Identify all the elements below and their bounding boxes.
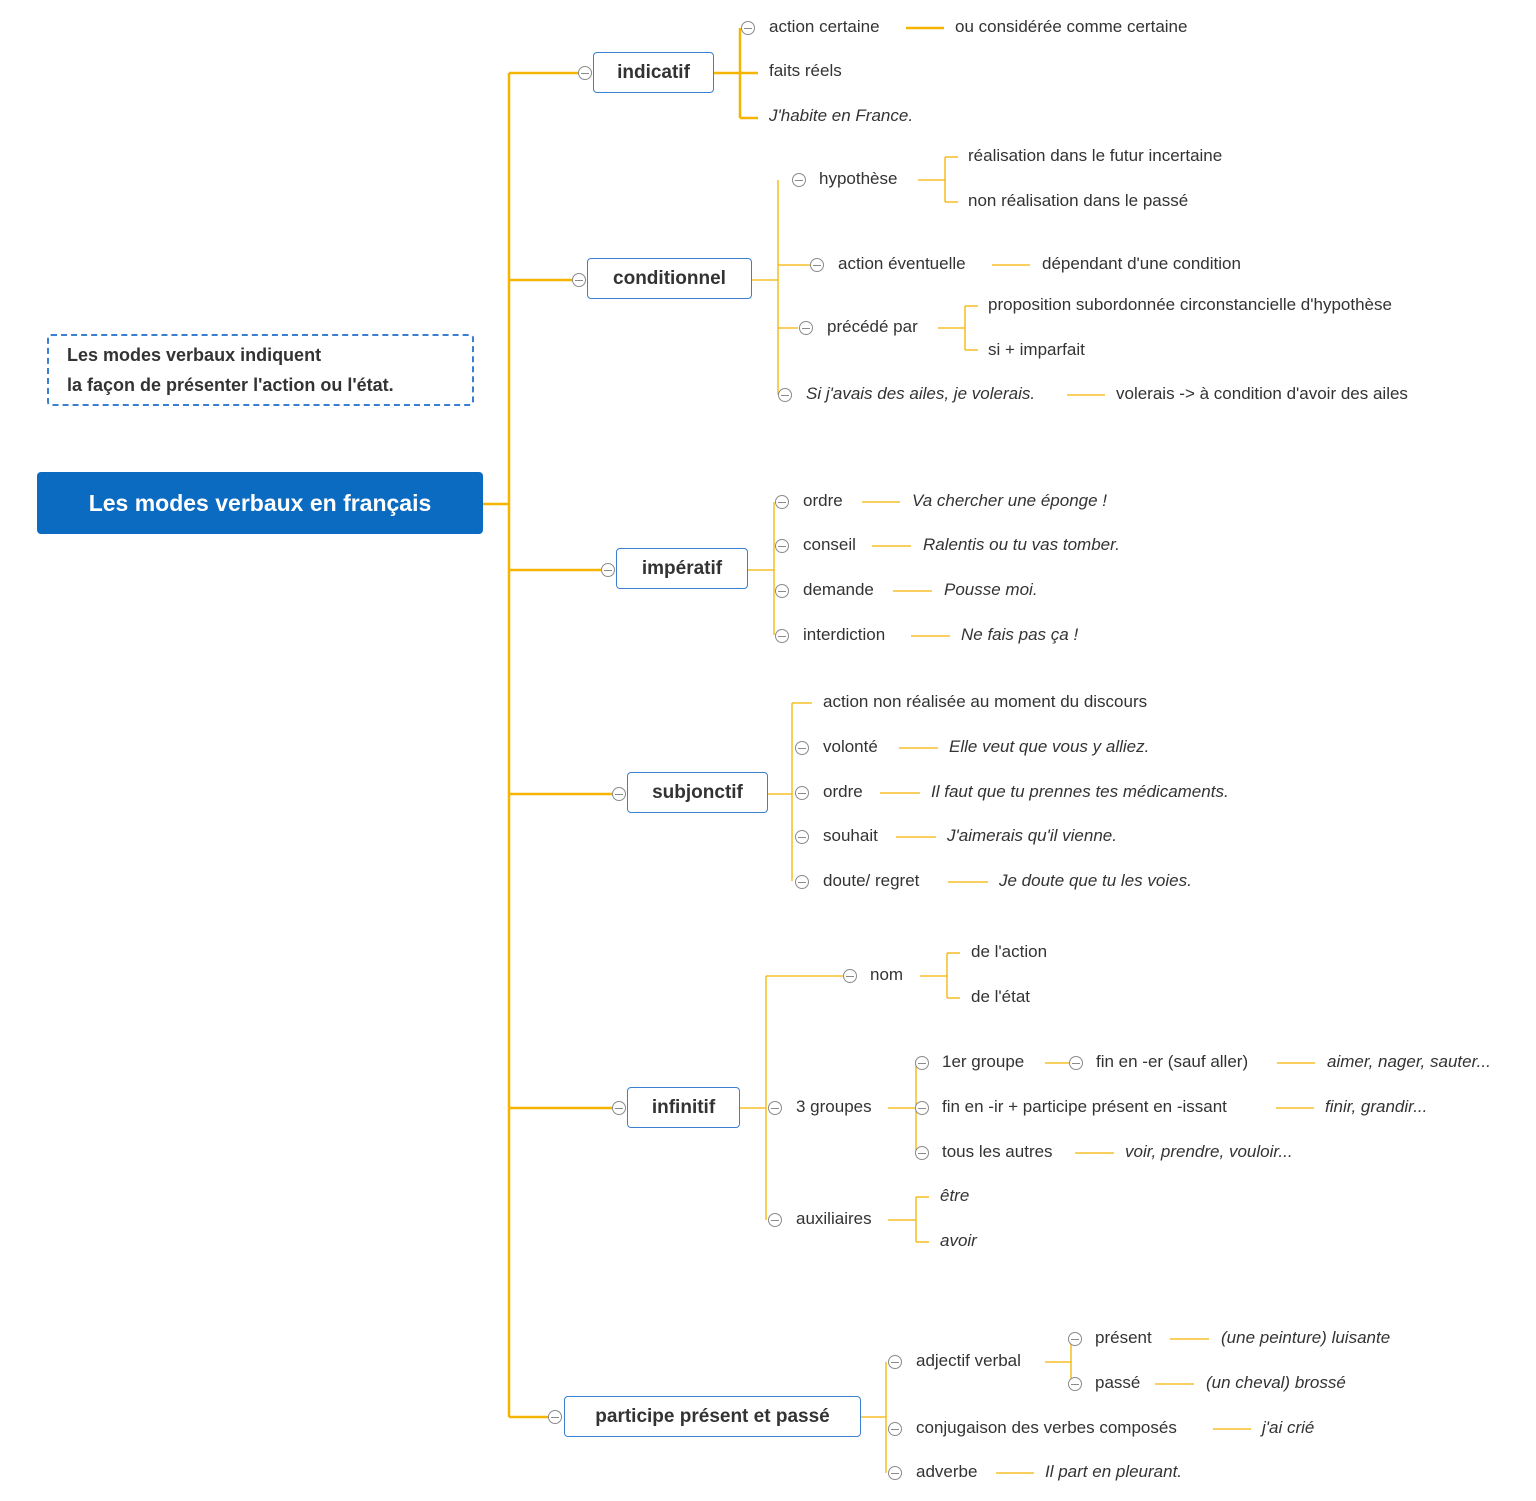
imperatif-demande[interactable]: demande xyxy=(803,580,874,599)
collapse-imperatif-icon[interactable] xyxy=(601,563,615,577)
collapse-conditionnel-icon[interactable] xyxy=(572,273,586,287)
collapse-participe-icon[interactable] xyxy=(548,1410,562,1424)
note-line-2: la façon de présenter l'action ou l'état… xyxy=(67,375,394,395)
infinitif-de-etat[interactable]: de l'état xyxy=(971,987,1031,1006)
participe-present[interactable]: présent xyxy=(1095,1328,1152,1347)
infinitif-tous-les-autres[interactable]: tous les autres xyxy=(942,1142,1053,1161)
subjonctif-souhait[interactable]: souhait xyxy=(823,826,878,845)
imperatif-ordre-exemple[interactable]: Va chercher une éponge ! xyxy=(912,491,1108,510)
mode-subjonctif[interactable]: subjonctif xyxy=(627,772,768,813)
imperatif-conseil[interactable]: conseil xyxy=(803,535,856,554)
infinitif-fin-ir-exemple[interactable]: finir, grandir... xyxy=(1325,1097,1428,1116)
collapse-doute-icon[interactable] xyxy=(795,875,809,889)
collapse-action-certaine-icon[interactable] xyxy=(741,21,755,35)
infinitif-1er-groupe[interactable]: 1er groupe xyxy=(942,1052,1025,1071)
mode-infinitif[interactable]: infinitif xyxy=(627,1087,740,1128)
indicatif-exemple[interactable]: J'habite en France. xyxy=(769,106,914,125)
collapse-action-eventuelle-icon[interactable] xyxy=(810,258,824,272)
conditionnel-si-imparfait[interactable]: si + imparfait xyxy=(988,340,1085,359)
collapse-3-groupes-icon[interactable] xyxy=(768,1101,782,1115)
imperatif-ordre[interactable]: ordre xyxy=(803,491,843,510)
participe-adjectif-verbal[interactable]: adjectif verbal xyxy=(916,1351,1021,1370)
subjonctif-doute[interactable]: doute/ regret xyxy=(823,871,920,890)
subjonctif-volonte-exemple[interactable]: Elle veut que vous y alliez. xyxy=(949,737,1150,756)
conditionnel-hypothese[interactable]: hypothèse xyxy=(819,169,898,188)
collapse-1er-groupe-icon[interactable] xyxy=(915,1056,929,1070)
mode-participe[interactable]: participe présent et passé xyxy=(564,1396,861,1437)
imperatif-conseil-exemple[interactable]: Ralentis ou tu vas tomber. xyxy=(923,535,1120,554)
mode-indicatif[interactable]: indicatif xyxy=(593,52,714,93)
note-line-1: Les modes verbaux indiquent xyxy=(67,345,322,365)
participe-adverbe-exemple[interactable]: Il part en pleurant. xyxy=(1045,1462,1183,1481)
imperatif-interdiction[interactable]: interdiction xyxy=(803,625,886,644)
infinitif-fin-er-exemple[interactable]: aimer, nager, sauter... xyxy=(1327,1052,1491,1071)
conditionnel-precede-par[interactable]: précédé par xyxy=(827,317,918,336)
collapse-conseil-icon[interactable] xyxy=(775,539,789,553)
collapse-conjugaison-icon[interactable] xyxy=(888,1422,902,1436)
collapse-volonte-icon[interactable] xyxy=(795,741,809,755)
collapse-ordre-imperatif-icon[interactable] xyxy=(775,495,789,509)
conditionnel-realisation[interactable]: réalisation dans le futur incertaine xyxy=(968,146,1223,165)
subjonctif-souhait-exemple[interactable]: J'aimerais qu'il vienne. xyxy=(947,826,1117,845)
infinitif-etre[interactable]: être xyxy=(940,1186,970,1205)
collapse-indicatif-icon[interactable] xyxy=(578,66,592,80)
collapse-adverbe-icon[interactable] xyxy=(888,1466,902,1480)
infinitif-avoir[interactable]: avoir xyxy=(940,1231,977,1250)
collapse-nom-icon[interactable] xyxy=(843,969,857,983)
imperatif-interdiction-exemple[interactable]: Ne fais pas ça ! xyxy=(961,625,1079,644)
collapse-infinitif-icon[interactable] xyxy=(612,1101,626,1115)
conditionnel-dependant[interactable]: dépendant d'une condition xyxy=(1042,254,1241,273)
collapse-fin-er-icon[interactable] xyxy=(1069,1056,1083,1070)
infinitif-3-groupes[interactable]: 3 groupes xyxy=(796,1097,872,1116)
collapse-demande-icon[interactable] xyxy=(775,584,789,598)
infinitif-autres-exemple[interactable]: voir, prendre, vouloir... xyxy=(1125,1142,1293,1161)
conditionnel-exemple[interactable]: Si j'avais des ailes, je volerais. xyxy=(806,384,1036,403)
subjonctif-ordre[interactable]: ordre xyxy=(823,782,863,801)
collapse-subjonctif-icon[interactable] xyxy=(612,787,626,801)
participe-passe[interactable]: passé xyxy=(1095,1373,1141,1392)
conditionnel-non-realisation[interactable]: non réalisation dans le passé xyxy=(968,191,1189,210)
subjonctif-doute-exemple[interactable]: Je doute que tu les voies. xyxy=(999,871,1192,890)
root-topic[interactable]: Les modes verbaux en français xyxy=(37,472,483,534)
indicatif-action-certaine[interactable]: action certaine xyxy=(769,17,880,36)
infinitif-fin-ir[interactable]: fin en -ir + participe présent en -issan… xyxy=(942,1097,1227,1116)
participe-adverbe[interactable]: adverbe xyxy=(916,1462,978,1481)
collapse-fin-ir-icon[interactable] xyxy=(915,1101,929,1115)
imperatif-demande-exemple[interactable]: Pousse moi. xyxy=(944,580,1038,599)
infinitif-de-action[interactable]: de l'action xyxy=(971,942,1048,961)
mode-imperatif[interactable]: impératif xyxy=(616,548,748,589)
conditionnel-explication[interactable]: volerais -> à condition d'avoir des aile… xyxy=(1116,384,1408,403)
participe-passe-exemple[interactable]: (un cheval) brossé xyxy=(1206,1373,1346,1392)
indicatif-consideree[interactable]: ou considérée comme certaine xyxy=(955,17,1188,36)
collapse-auxiliaires-icon[interactable] xyxy=(768,1213,782,1227)
indicatif-faits-reels[interactable]: faits réels xyxy=(769,61,842,80)
conditionnel-action-eventuelle[interactable]: action éventuelle xyxy=(838,254,966,273)
subjonctif-volonte[interactable]: volonté xyxy=(823,737,878,756)
collapse-precede-par-icon[interactable] xyxy=(799,321,813,335)
definition-note: Les modes verbaux indiquent la façon de … xyxy=(47,334,474,406)
participe-conjugaison[interactable]: conjugaison des verbes composés xyxy=(916,1418,1177,1437)
participe-conjugaison-exemple[interactable]: j'ai crié xyxy=(1262,1418,1315,1437)
mode-conditionnel[interactable]: conditionnel xyxy=(587,258,752,299)
infinitif-nom[interactable]: nom xyxy=(870,965,904,984)
subjonctif-action-non-realisee[interactable]: action non réalisée au moment du discour… xyxy=(823,692,1148,711)
collapse-present-icon[interactable] xyxy=(1068,1332,1082,1346)
collapse-interdiction-icon[interactable] xyxy=(775,629,789,643)
collapse-ordre-subjonctif-icon[interactable] xyxy=(795,786,809,800)
collapse-passe-icon[interactable] xyxy=(1068,1377,1082,1391)
collapse-tous-les-autres-icon[interactable] xyxy=(915,1146,929,1160)
collapse-adjectif-verbal-icon[interactable] xyxy=(888,1355,902,1369)
collapse-hypothese-icon[interactable] xyxy=(792,173,806,187)
conditionnel-proposition[interactable]: proposition subordonnée circonstancielle… xyxy=(988,295,1392,314)
participe-present-exemple[interactable]: (une peinture) luisante xyxy=(1221,1328,1391,1347)
subjonctif-ordre-exemple[interactable]: Il faut que tu prennes tes médicaments. xyxy=(931,782,1229,801)
infinitif-auxiliaires[interactable]: auxiliaires xyxy=(796,1209,872,1228)
collapse-souhait-icon[interactable] xyxy=(795,830,809,844)
infinitif-fin-er[interactable]: fin en -er (sauf aller) xyxy=(1096,1052,1249,1071)
collapse-exemple-conditionnel-icon[interactable] xyxy=(778,388,792,402)
